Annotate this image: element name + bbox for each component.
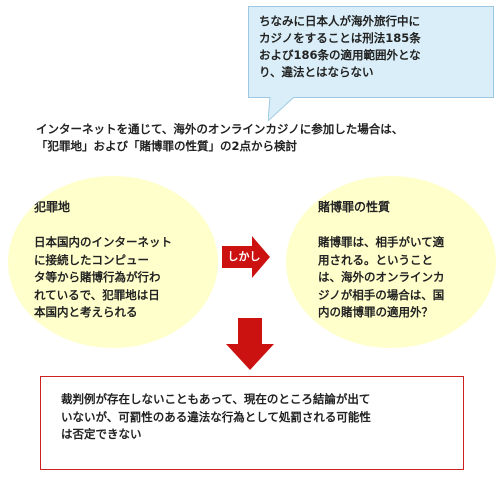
intro-text: インターネットを通じて、海外のオンラインカジノに参加した場合は、 「犯罪地」およ… (36, 121, 486, 155)
callout-line: および186条の適用範囲外とな (259, 48, 421, 62)
body-line: 賭博罪は、相手がいて適 (318, 235, 445, 249)
body-line: タ等から賭博行為が行わ (34, 270, 161, 284)
conclusion-line: 裁判例が存在しないこともあって、現在のところ結論が出て (61, 392, 371, 406)
body-line: は、海外のオンラインカ (318, 270, 445, 284)
conclusion-box: 裁判例が存在しないこともあって、現在のところ結論が出て いないが、可罰性のある違… (40, 376, 464, 470)
crime-location-title: 犯罪地 (34, 200, 71, 214)
callout-line: ちなみに日本人が海外旅行中に (259, 14, 420, 28)
crime-location-ellipse: 犯罪地 日本国内のインターネット に接続したコンピュー タ等から賭博行為が行わ … (8, 176, 218, 348)
conclusion-line: は否定できない (61, 427, 142, 441)
callout-tail (268, 97, 295, 122)
however-label: しかし (227, 250, 261, 263)
intro-line: 「犯罪地」および「賭博罪の性質」の2点から検討 (36, 139, 297, 153)
gambling-nature-title: 賭博罪の性質 (318, 200, 391, 214)
arrow-down-icon (226, 318, 274, 370)
conclusion-line: いないが、可罰性のある違法な行為として処罰される可能性 (61, 409, 371, 424)
body-line: 内の賭博罪の適用外？ (318, 305, 433, 319)
body-line: れているで、犯罪地は日 (34, 287, 160, 302)
callout-line: カジノをすることは刑法185条 (259, 31, 421, 45)
intro-line: インターネットを通じて、海外のオンラインカジノに参加した場合は、 (36, 122, 404, 136)
body-line: 用される。ということ (318, 252, 433, 267)
gambling-nature-body: 賭博罪は、相手がいて適 用される。ということ は、海外のオンラインカ ジノが相手… (318, 234, 488, 322)
note-callout: ちなみに日本人が海外旅行中に カジノをすることは刑法185条 および186条の適… (248, 6, 494, 98)
gambling-nature-ellipse: 賭博罪の性質 賭博罪は、相手がいて適 用される。ということ は、海外のオンライン… (286, 176, 496, 348)
callout-line: り、違法とはならない (259, 65, 374, 79)
arrow-right-icon (222, 236, 270, 278)
body-line: に接続したコンピュー (34, 252, 149, 267)
body-line: ジノが相手の場合は、国 (318, 287, 445, 302)
crime-location-body: 日本国内のインターネット に接続したコンピュー タ等から賭博行為が行わ れている… (34, 234, 206, 322)
body-line: 日本国内のインターネット (34, 235, 172, 249)
body-line: 本国内と考えられる (34, 305, 138, 319)
